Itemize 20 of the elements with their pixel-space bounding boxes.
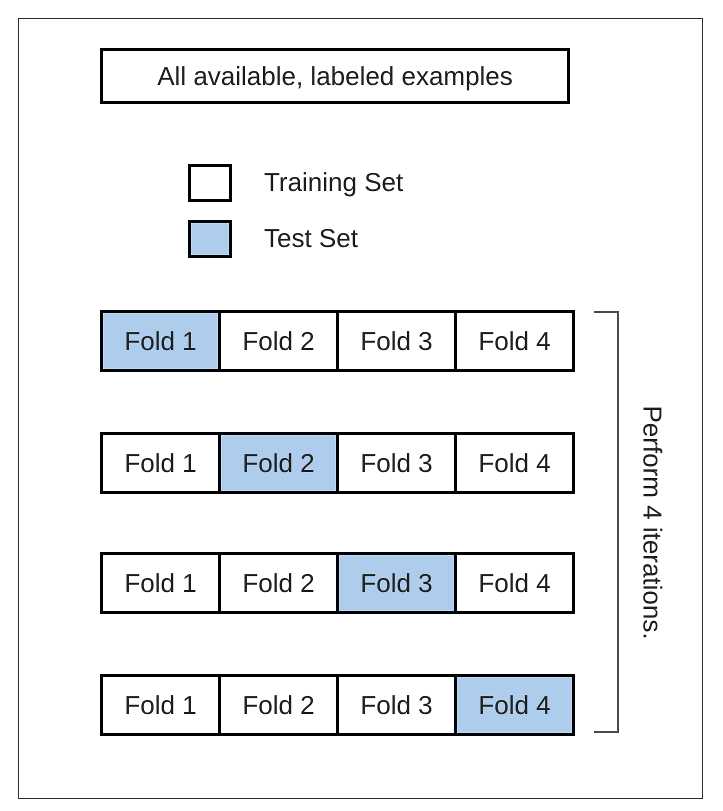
fold-cell: Fold 1 — [100, 310, 221, 372]
fold-cell: Fold 4 — [454, 674, 575, 736]
iteration-note: Perform 4 iterations. — [636, 404, 668, 640]
fold-cell: Fold 3 — [336, 310, 457, 372]
fold-cell: Fold 1 — [100, 432, 221, 494]
fold-cell: Fold 2 — [218, 674, 339, 736]
fold-cell: Fold 2 — [218, 432, 339, 494]
fold-cell: Fold 1 — [100, 674, 221, 736]
fold-cell: Fold 2 — [218, 552, 339, 614]
data-box: All available, labeled examples — [100, 48, 570, 104]
fold-cell: Fold 1 — [100, 552, 221, 614]
fold-cell: Fold 3 — [336, 674, 457, 736]
fold-cell: Fold 3 — [336, 432, 457, 494]
legend-label: Training Set — [264, 167, 404, 198]
fold-cell: Fold 4 — [454, 552, 575, 614]
fold-cell: Fold 4 — [454, 432, 575, 494]
fold-cell: Fold 2 — [218, 310, 339, 372]
fold-cell: Fold 3 — [336, 552, 457, 614]
fold-cell: Fold 4 — [454, 310, 575, 372]
legend-label: Test Set — [264, 223, 358, 254]
